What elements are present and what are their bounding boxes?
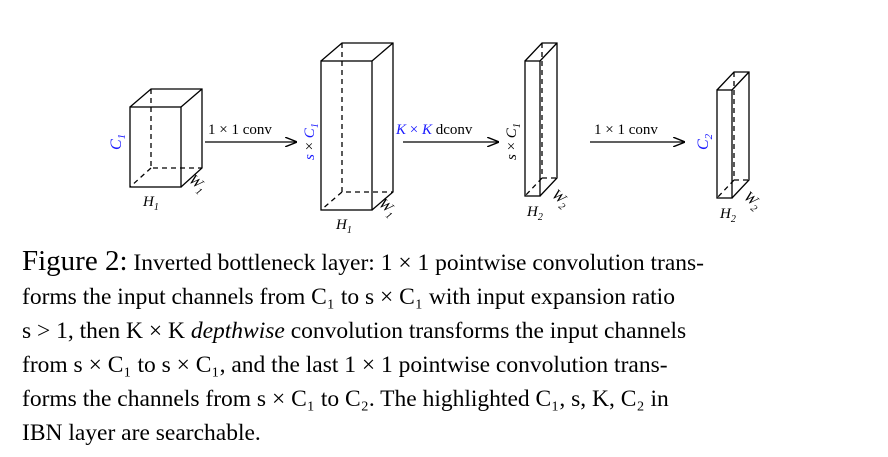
caption-text-1: Inverted bottleneck layer: 1 × 1 pointwi… xyxy=(133,250,704,276)
arrow-3-label: 1 × 1 conv xyxy=(594,122,658,138)
arrow-1-label: 1 × 1 conv xyxy=(208,122,272,138)
block2-height-label: s × C1 xyxy=(302,123,321,160)
block3-w-label: W2 xyxy=(547,187,573,213)
input-block xyxy=(129,88,203,188)
figure-caption: Figure 2: Inverted bottleneck layer: 1 ×… xyxy=(22,244,868,450)
block4-h-label: H2 xyxy=(719,206,736,225)
depthwise-block xyxy=(524,42,558,197)
figure-label: Figure 2: xyxy=(22,245,128,277)
caption-line-3: s > 1, then K × K depthwise convolution … xyxy=(22,314,868,348)
block1-h-label: H1 xyxy=(142,194,159,213)
caption-text-3a: s > 1, then K × K xyxy=(22,318,191,344)
caption-line-2: forms the input channels from C₁ to s × … xyxy=(22,284,675,310)
block2-h-label: H1 xyxy=(335,217,352,236)
caption-line-5: forms the channels from s × C₁ to C₂. Th… xyxy=(22,386,669,412)
block4-w-label: W2 xyxy=(739,189,765,215)
block2-w-label: W1 xyxy=(374,196,400,222)
block4-height-label: C2 xyxy=(695,133,715,150)
block1-height-label: C1 xyxy=(108,134,128,150)
output-block xyxy=(716,71,750,199)
caption-emph: depthwise xyxy=(190,318,285,344)
block1-w-label: W1 xyxy=(184,172,210,198)
expanded-block xyxy=(320,42,394,211)
caption-line-6: IBN layer are searchable. xyxy=(22,420,261,446)
ibn-diagram: C1 H1 W1 1 × 1 conv s × C1 H1 W1 K × K d… xyxy=(108,42,765,236)
caption-text-3c: convolution transforms the input channel… xyxy=(284,318,687,344)
block3-h-label: H2 xyxy=(526,204,543,223)
arrow-2-label: K × K dconv xyxy=(395,122,473,138)
caption-line-1: Figure 2: Inverted bottleneck layer: 1 ×… xyxy=(22,244,868,280)
caption-line-4: from s × C₁ to s × C₁, and the last 1 × … xyxy=(22,352,668,378)
block3-height-label: s × C1 xyxy=(504,123,523,160)
